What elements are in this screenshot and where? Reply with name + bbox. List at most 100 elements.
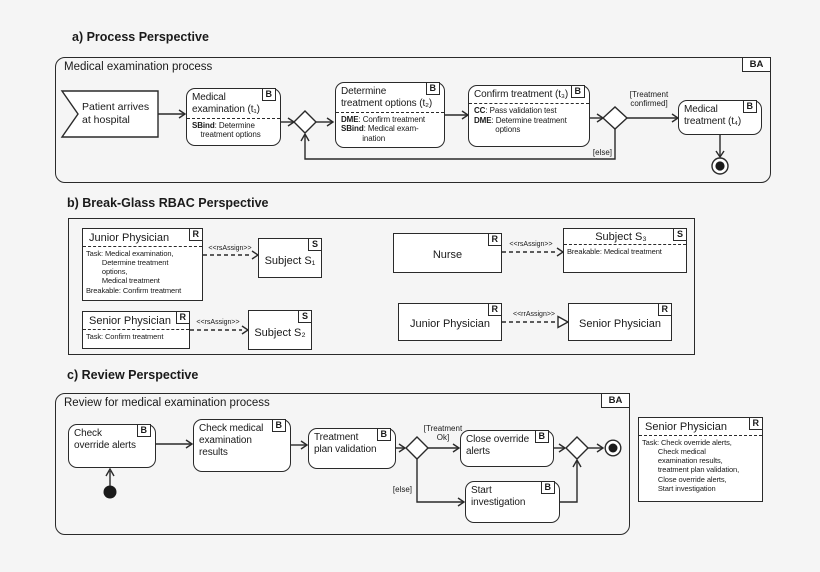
subject-s2: S Subject S₂ bbox=[248, 310, 312, 350]
guard-treatment-ok: [Treatment Ok] bbox=[423, 424, 463, 443]
task-type-badge: B bbox=[540, 481, 555, 494]
review-frame bbox=[55, 393, 630, 535]
binding-key: SBind bbox=[341, 124, 364, 134]
role-junior-physician: R Junior Physician Task: Medical examina… bbox=[82, 228, 203, 301]
start-event-label: Patient arrives at hospital bbox=[82, 101, 150, 126]
binding-key: CC bbox=[474, 105, 486, 115]
task-title: Confirm treatment (t₃) bbox=[474, 89, 569, 100]
initial-node-c bbox=[103, 485, 117, 499]
stereotype-rs-assign-2: <<rsAssign>> bbox=[196, 319, 240, 326]
subject-body: Breakable: Medical treatment bbox=[567, 247, 662, 256]
subject-type-badge: S bbox=[307, 238, 322, 251]
task-binding-line: CC: Pass validation test bbox=[474, 106, 586, 116]
subject-label: Subject S₂ bbox=[254, 326, 306, 339]
flow-gateway3-else bbox=[416, 459, 466, 507]
guard-else-a: [else] bbox=[592, 148, 612, 157]
subject-s3: S Subject S₃ Breakable: Medical treatmen… bbox=[563, 228, 687, 273]
task-treatment-plan-validation: B Treatment plan validation bbox=[308, 428, 396, 469]
role-title: Senior Physician bbox=[645, 421, 727, 433]
task-confirm-treatment: B Confirm treatment (t₃) CC: Pass valida… bbox=[468, 85, 590, 147]
task-title: Check medical examination results bbox=[199, 423, 264, 458]
task-binding-line: SBind: Determine treatment options bbox=[192, 121, 277, 141]
task-binding-line: DME: Confirm treatment bbox=[341, 115, 441, 125]
role-separator bbox=[83, 246, 202, 247]
task-title: Medical examination (t₁) bbox=[192, 92, 260, 115]
role-title: Senior Physician bbox=[89, 315, 171, 327]
task-title: Start investigation bbox=[471, 485, 526, 508]
rr-assign-triangle bbox=[557, 315, 570, 329]
task-medical-examination: B Medical examination (t₁) SBind: Determ… bbox=[186, 88, 281, 146]
flow-t4-to-final bbox=[715, 135, 725, 159]
task-title: Treatment plan validation bbox=[314, 432, 377, 455]
task-title: Close override alerts bbox=[466, 434, 530, 457]
subject-label: Subject S₁ bbox=[264, 254, 316, 267]
task-title: Check override alerts bbox=[74, 428, 136, 451]
subject-type-badge: S bbox=[297, 310, 312, 323]
section-c-heading: c) Review Perspective bbox=[67, 368, 199, 382]
role-body: Task: Confirm treatment bbox=[86, 332, 164, 341]
guard-else-c: [else] bbox=[392, 485, 412, 494]
task-medical-treatment: B Medical treatment (t₄) bbox=[678, 100, 762, 135]
task-type-badge: B bbox=[261, 88, 276, 101]
task-type-badge: B bbox=[742, 100, 757, 113]
subject-separator bbox=[564, 244, 686, 245]
role-body: Task: Check override alerts, Check medic… bbox=[642, 438, 740, 493]
task-title: Determine treatment options (t₂) bbox=[341, 86, 433, 109]
task-check-override-alerts: B Check override alerts bbox=[68, 424, 156, 468]
task-type-badge: B bbox=[136, 424, 151, 437]
process-frame-badge: BA bbox=[742, 57, 771, 72]
binding-text: : Determine treatment options bbox=[491, 115, 567, 135]
role-body: Task: Medical examination, Determine tre… bbox=[86, 249, 182, 295]
stereotype-rs-assign-3: <<rsAssign>> bbox=[509, 241, 553, 248]
rbac-frame bbox=[68, 218, 695, 355]
flow-start-to-t1 bbox=[158, 109, 187, 119]
flow-c2-to-c3 bbox=[291, 440, 309, 450]
binding-key: SBind bbox=[192, 120, 215, 130]
stereotype-rs-assign-1: <<rsAssign>> bbox=[208, 245, 252, 252]
flow-else-loop bbox=[300, 129, 616, 160]
task-binding-line: SBind: Medical exam- ination bbox=[341, 124, 441, 144]
flow-gateway4-to-final bbox=[588, 443, 605, 453]
role-type-badge: R bbox=[188, 228, 203, 241]
task-type-badge: B bbox=[534, 430, 549, 443]
review-frame-badge: BA bbox=[601, 393, 630, 408]
section-b-heading: b) Break-Glass RBAC Perspective bbox=[67, 196, 269, 210]
task-separator bbox=[336, 111, 444, 113]
subject-type-badge: S bbox=[672, 228, 687, 241]
role-type-badge: R bbox=[657, 303, 672, 316]
binding-key: DME bbox=[474, 115, 492, 125]
flow-gateway1-to-t2 bbox=[316, 117, 335, 127]
task-check-medical-examination-results: B Check medical examination results bbox=[193, 419, 291, 472]
task-separator bbox=[187, 117, 280, 119]
start-event-shape bbox=[60, 90, 159, 138]
task-separator bbox=[469, 102, 589, 104]
review-frame-label: Review for medical examination process bbox=[64, 397, 270, 409]
task-type-badge: B bbox=[376, 428, 391, 441]
binding-text: : Confirm treatment bbox=[358, 114, 426, 124]
flow-gateway3-to-c4 bbox=[428, 443, 461, 453]
role-senior-physician-review: R Senior Physician Task: Check override … bbox=[638, 417, 763, 502]
role-type-badge: R bbox=[487, 233, 502, 246]
role-label: Nurse bbox=[432, 248, 463, 261]
role-senior-physician: R Senior Physician Task: Confirm treatme… bbox=[82, 311, 190, 349]
process-frame bbox=[55, 57, 771, 183]
task-type-badge: B bbox=[425, 82, 440, 95]
process-frame-label: Medical examination process bbox=[64, 61, 213, 73]
task-binding-line: DME: Determine treatment options bbox=[474, 116, 586, 136]
flow-c5-to-gateway4 bbox=[560, 458, 582, 503]
role-nurse: R Nurse bbox=[393, 233, 502, 273]
binding-key: DME bbox=[341, 114, 359, 124]
flow-c3-to-gateway3 bbox=[396, 443, 407, 453]
subject-title: Subject S₃ bbox=[595, 231, 647, 243]
stereotype-rr-assign: <<rrAssign>> bbox=[512, 311, 556, 318]
role-label: Senior Physician bbox=[579, 317, 661, 330]
flow-c4-to-gateway4 bbox=[554, 443, 567, 453]
role-senior-physician-2: R Senior Physician bbox=[568, 303, 672, 341]
flow-c1-to-c2 bbox=[156, 439, 194, 449]
task-title: Medical treatment (t₄) bbox=[684, 104, 742, 127]
role-separator bbox=[639, 435, 762, 436]
flow-initial-to-c1 bbox=[105, 467, 115, 486]
binding-text: : Medical exam- ination bbox=[362, 124, 419, 144]
